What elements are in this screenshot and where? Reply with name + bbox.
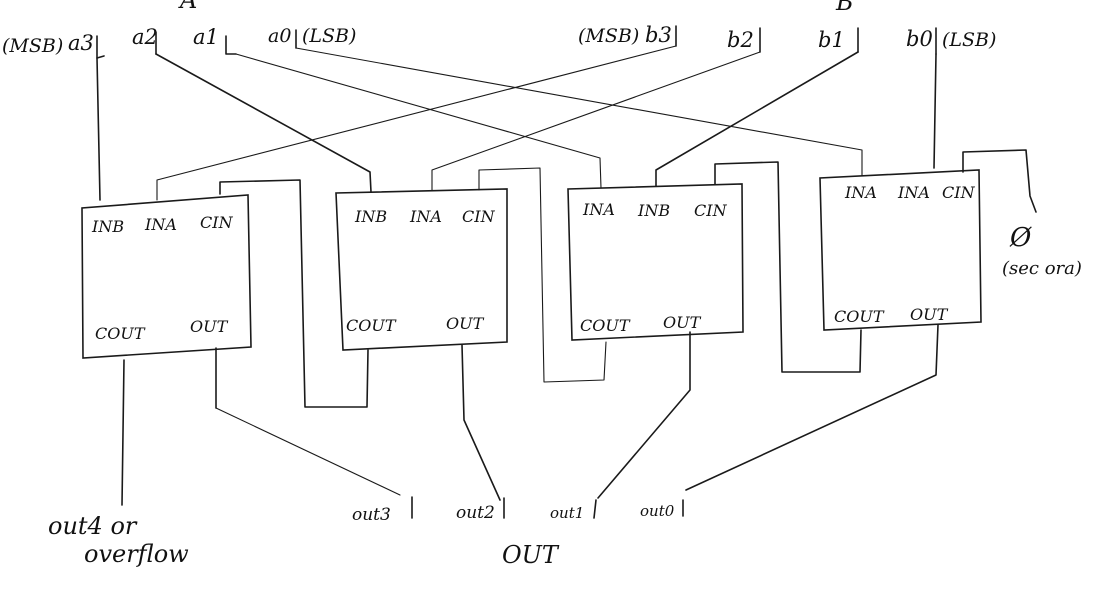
adder1-port-top-1: INA [582, 200, 615, 219]
overflow-label-line1: out4 or [48, 512, 138, 540]
adder-box-1 [567, 183, 744, 341]
output-label-out0: out0 [640, 502, 675, 520]
bus-label-b: B [835, 0, 854, 16]
carry-wires [219, 149, 1037, 408]
tick-a3 [96, 35, 105, 59]
wire-out0 [685, 324, 939, 491]
output-label-out1: out1 [550, 504, 584, 522]
wire-out3 [215, 407, 401, 496]
adder2-port-bottom-1: COUT [346, 316, 397, 335]
input-b3-note: (MSB) [578, 25, 639, 47]
adder0-port-top-2: INA [897, 183, 930, 202]
input-b0-label: b0 [906, 27, 933, 51]
adder1-port-top-2: INB [637, 201, 670, 220]
bus-label-a: A [178, 0, 197, 14]
input-b2-label: b2 [727, 28, 754, 52]
wire-b0 [933, 53, 937, 169]
wire-a0 [295, 47, 863, 177]
input-a0-label: a0 [268, 25, 291, 47]
tick-a1 [225, 35, 237, 55]
carry-in-0 [962, 149, 1037, 213]
adder0-port-top-1: INA [844, 183, 877, 202]
input-a3-note: (MSB) [2, 35, 63, 57]
adder2-port-top-2: INA [409, 207, 442, 226]
carry-1-to-2 [478, 167, 607, 383]
adder2-port-top-1: INB [354, 207, 387, 226]
input-b1-label: b1 [818, 28, 845, 52]
adder3-port-top-2: INA [144, 215, 177, 234]
output-label-out2: out2 [456, 503, 495, 523]
adder0-port-bottom-1: COUT [834, 307, 885, 326]
wire-b3 [156, 45, 677, 201]
carry-in-symbol: Ø [1009, 223, 1032, 253]
output-wires [121, 324, 939, 506]
input-ticks [96, 25, 937, 59]
input-b3-label: b3 [645, 23, 672, 47]
adder-box-0 [819, 169, 982, 331]
wire-overflow [121, 359, 125, 506]
adder1-port-bottom-1: COUT [580, 316, 631, 335]
adder2-port-bottom-2: OUT [446, 314, 485, 333]
tick-out1 [593, 499, 597, 519]
output-label-out3: out3 [352, 505, 391, 525]
wire-b2 [431, 51, 761, 191]
output-ticks [411, 496, 684, 519]
adder3-port-top-3: CIN [200, 213, 234, 232]
input-a0-note: (LSB) [302, 25, 356, 47]
adder1-port-top-3: CIN [694, 201, 728, 220]
wire-a1 [235, 53, 602, 189]
adder3-port-top-1: INB [91, 217, 124, 236]
input-b0-note: (LSB) [942, 29, 996, 51]
adder3-port-bottom-2: OUT [190, 317, 229, 336]
wire-b1 [655, 51, 859, 187]
carry-2-to-3 [219, 179, 369, 408]
wire-out1 [597, 331, 691, 499]
adder0-port-bottom-2: OUT [910, 305, 949, 324]
wire-a2 [155, 53, 372, 193]
carry-0-to-1 [714, 161, 862, 373]
adder0-port-top-3: CIN [942, 183, 976, 202]
wire-a3 [96, 57, 101, 201]
wire-out2 [461, 344, 501, 501]
out-bus-label: OUT [502, 541, 560, 569]
adder3-port-bottom-1: COUT [95, 324, 146, 343]
input-a3-label: a3 [68, 31, 94, 55]
input-wires [96, 45, 937, 201]
input-a1-label: a1 [193, 25, 219, 49]
adder2-port-top-3: CIN [462, 207, 496, 226]
adder1-port-bottom-2: OUT [663, 313, 702, 332]
adder-box-2 [335, 188, 508, 351]
adder-box-3 [81, 194, 252, 359]
input-a2-label: a2 [132, 25, 158, 49]
carry-in-note-text: (sec ora) [1002, 258, 1082, 279]
overflow-label-line2: overflow [84, 540, 189, 568]
